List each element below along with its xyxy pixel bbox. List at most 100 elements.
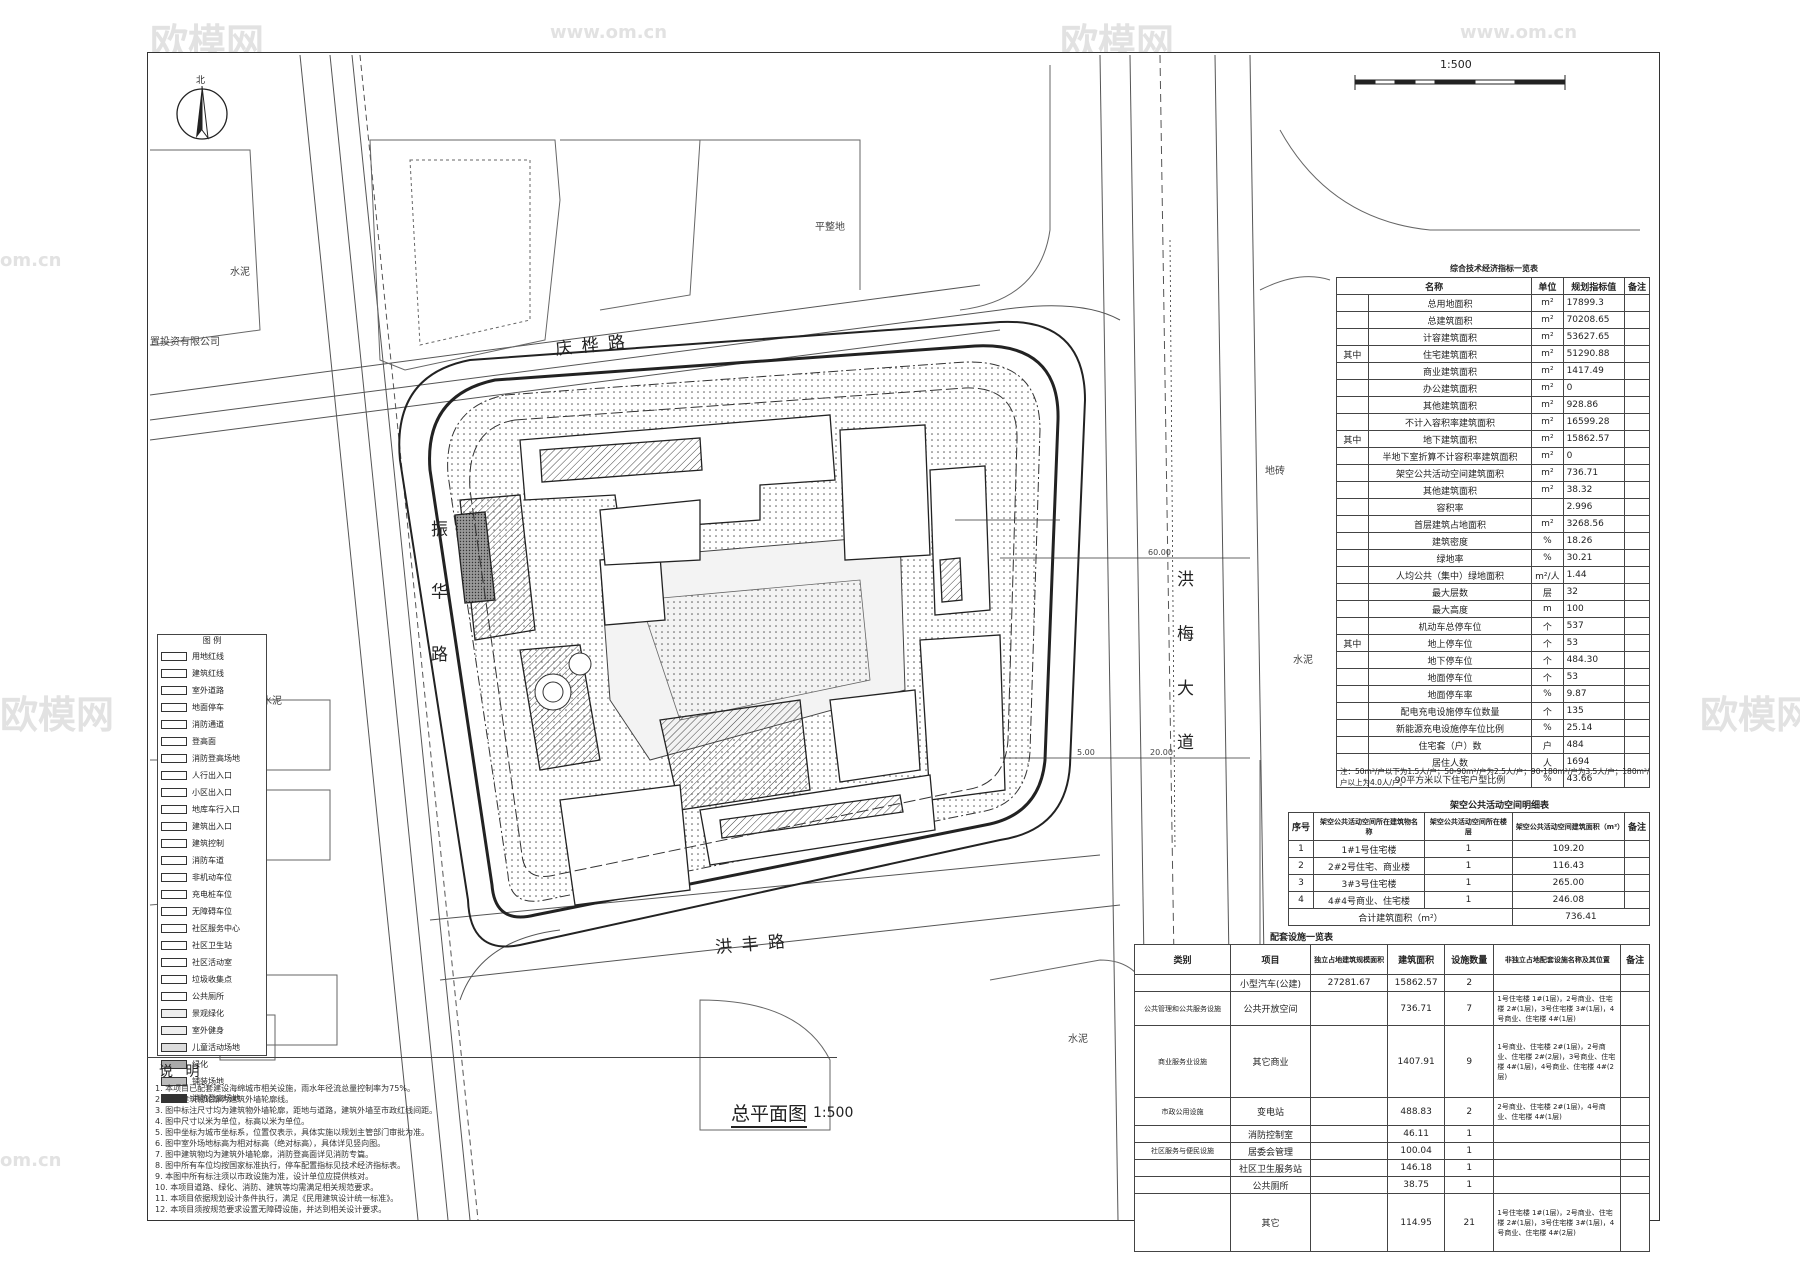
table-cell: 容积率 — [1367, 498, 1533, 516]
building-9 — [559, 784, 691, 906]
table-cell-note — [1620, 1142, 1650, 1160]
tech-header-value: 规划指标值 — [1562, 277, 1625, 295]
table-cell: 25.14 — [1562, 719, 1625, 737]
label-water-sw: 水泥 — [262, 696, 282, 707]
table-cell — [1336, 566, 1369, 584]
table-cell-note — [1623, 719, 1651, 737]
legend-label: 室外道路 — [192, 686, 224, 695]
legend-swatch — [161, 992, 187, 1001]
legend-label: 用地红线 — [192, 652, 224, 661]
building-7 — [829, 689, 921, 783]
table-cell: 总用地面积 — [1367, 294, 1533, 312]
legend-swatch — [161, 788, 187, 797]
table-cell — [1493, 1159, 1622, 1177]
legend-item: 非机动车位 — [158, 869, 266, 886]
table-cell: 114.95 — [1387, 1193, 1446, 1252]
northwest-block — [149, 139, 861, 371]
table-cell: 个 — [1531, 634, 1564, 652]
table-cell — [1336, 617, 1369, 635]
legend-label: 充电桩车位 — [192, 890, 232, 899]
legend-label: 景观绿化 — [192, 1009, 224, 1018]
legend-swatch — [161, 737, 187, 746]
facility-table: 类别 项目 独立占地建筑规模面积 建筑面积 设施数量 非独立占地配套设施名称及其… — [1133, 944, 1650, 1252]
table-cell: m² — [1531, 379, 1564, 397]
building-4 — [919, 634, 1006, 801]
table-cell: 其中 — [1336, 345, 1369, 363]
legend-label: 垃圾收集点 — [192, 975, 232, 984]
table-cell: m² — [1531, 311, 1564, 329]
legend-label: 建筑红线 — [192, 669, 224, 678]
table-cell-note — [1623, 328, 1651, 346]
overhead-header-note: 备注 — [1623, 812, 1651, 841]
table-cell — [1310, 1025, 1389, 1098]
table-cell-note — [1623, 874, 1651, 892]
table-cell: 15862.57 — [1387, 974, 1446, 992]
label-water-se: 水泥 — [1068, 1034, 1088, 1045]
table-cell-note — [1623, 685, 1651, 703]
table-cell — [1336, 464, 1369, 482]
table-cell: 地下建筑面积 — [1367, 430, 1533, 448]
table-cell — [1493, 1142, 1622, 1160]
tech-header-name: 名称 — [1335, 277, 1533, 295]
legend-item: 垃圾收集点 — [158, 971, 266, 988]
legend-item: 建筑出入口 — [158, 818, 266, 835]
table-cell: 绿地率 — [1367, 549, 1533, 567]
legend-item: 室外健身 — [158, 1022, 266, 1039]
table-row: 新能源充电设施停车位比例%25.14 — [1336, 719, 1651, 737]
facility-table-title: 配套设施一览表 — [1270, 933, 1334, 943]
table-cell: % — [1531, 770, 1564, 788]
table-cell: % — [1531, 532, 1564, 550]
table-cell: 537 — [1562, 617, 1625, 635]
table-cell — [1336, 651, 1369, 669]
legend-swatch — [161, 958, 187, 967]
legend-swatch — [161, 1026, 187, 1035]
legend-item: 社区活动室 — [158, 954, 266, 971]
label-flat-ground: 平整地 — [815, 222, 845, 233]
legend-item: 小区出入口 — [158, 784, 266, 801]
table-cell: 最大高度 — [1367, 600, 1533, 618]
table-row: 绿地率%30.21 — [1336, 549, 1651, 567]
tech-header-note: 备注 — [1623, 277, 1651, 295]
building-3-core — [939, 557, 963, 603]
overhead-header-no: 序号 — [1287, 812, 1315, 841]
table-cell: 1 — [1424, 874, 1513, 892]
table-cell: 3#3号住宅楼 — [1313, 874, 1426, 892]
table-cell — [1133, 1193, 1232, 1252]
table-cell-note — [1623, 345, 1651, 363]
table-cell: 265.00 — [1511, 874, 1625, 892]
table-cell — [1336, 600, 1369, 618]
table-cell: 928.86 — [1562, 396, 1625, 414]
legend-item: 登高面 — [158, 733, 266, 750]
building-8-hatch — [719, 794, 904, 839]
table-cell-note — [1623, 379, 1651, 397]
legend-title: 图 例 — [202, 636, 222, 645]
legend-item: 地面停车 — [158, 699, 266, 716]
plan-title-scale: 1:500 — [813, 1105, 854, 1121]
table-cell — [1531, 498, 1564, 516]
table-cell: 1#1号住宅楼 — [1313, 840, 1426, 858]
table-cell — [1336, 447, 1369, 465]
west-road — [299, 54, 479, 1221]
legend-swatch — [161, 703, 187, 712]
table-cell: 1 — [1424, 840, 1513, 858]
table-cell: 27281.67 — [1310, 974, 1389, 992]
table-cell — [1336, 498, 1369, 516]
legend-item: 用地红线 — [158, 648, 266, 665]
table-cell — [1336, 549, 1369, 567]
table-cell: 1号商业、住宅楼 2#(1层)，2号商业、住宅楼 2#(2层)，3号商业、住宅楼… — [1493, 1025, 1622, 1098]
table-cell-note — [1623, 600, 1651, 618]
table-cell: % — [1531, 719, 1564, 737]
table-cell-note — [1623, 651, 1651, 669]
plan-title: 总平面图 — [731, 1099, 808, 1128]
legend-item: 公共厕所 — [158, 988, 266, 1005]
note-line: 3. 图中标注尺寸均为建筑物外墙轮廓，距地与道路，建筑外墙至市政红线间距。 — [155, 1106, 438, 1115]
table-cell: 2 — [1444, 1097, 1495, 1126]
table-cell — [1336, 702, 1369, 720]
